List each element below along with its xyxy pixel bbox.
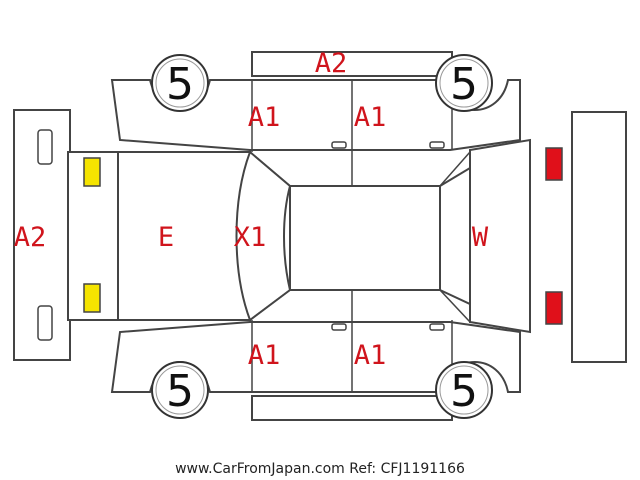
tire-rear-left-grade: 5 [450,59,478,110]
tire-front-right-grade: 5 [166,366,194,417]
label-left-front-door: A1 [248,102,281,133]
roof-strip [251,51,453,77]
tire-front-left-grade: 5 [166,59,194,110]
rear-bumper [571,111,627,363]
tire-front-right: 5 [151,361,209,419]
tire-front-left: 5 [151,54,209,112]
label-left-rear-door: A1 [354,102,387,133]
label-roof-top: A2 [315,48,348,79]
taillight-left [545,147,563,181]
label-rear-glass: W [472,222,489,253]
tire-rear-left: 5 [435,54,493,112]
footer-reference: www.CarFromJapan.com Ref: CFJ1191166 [175,461,465,477]
label-windshield: X1 [234,222,267,253]
headlight-right [83,283,101,313]
taillight-right [545,291,563,325]
tire-rear-right: 5 [435,361,493,419]
label-right-rear-door: A1 [354,340,387,371]
bottom-strip [251,395,453,421]
headlight-left [83,157,101,187]
label-right-front-door: A1 [248,340,281,371]
tire-rear-right-grade: 5 [450,366,478,417]
car-top-body [67,138,531,334]
label-front-bumper: A2 [14,222,47,253]
front-bumper [13,109,71,361]
label-hood: E [158,222,174,253]
